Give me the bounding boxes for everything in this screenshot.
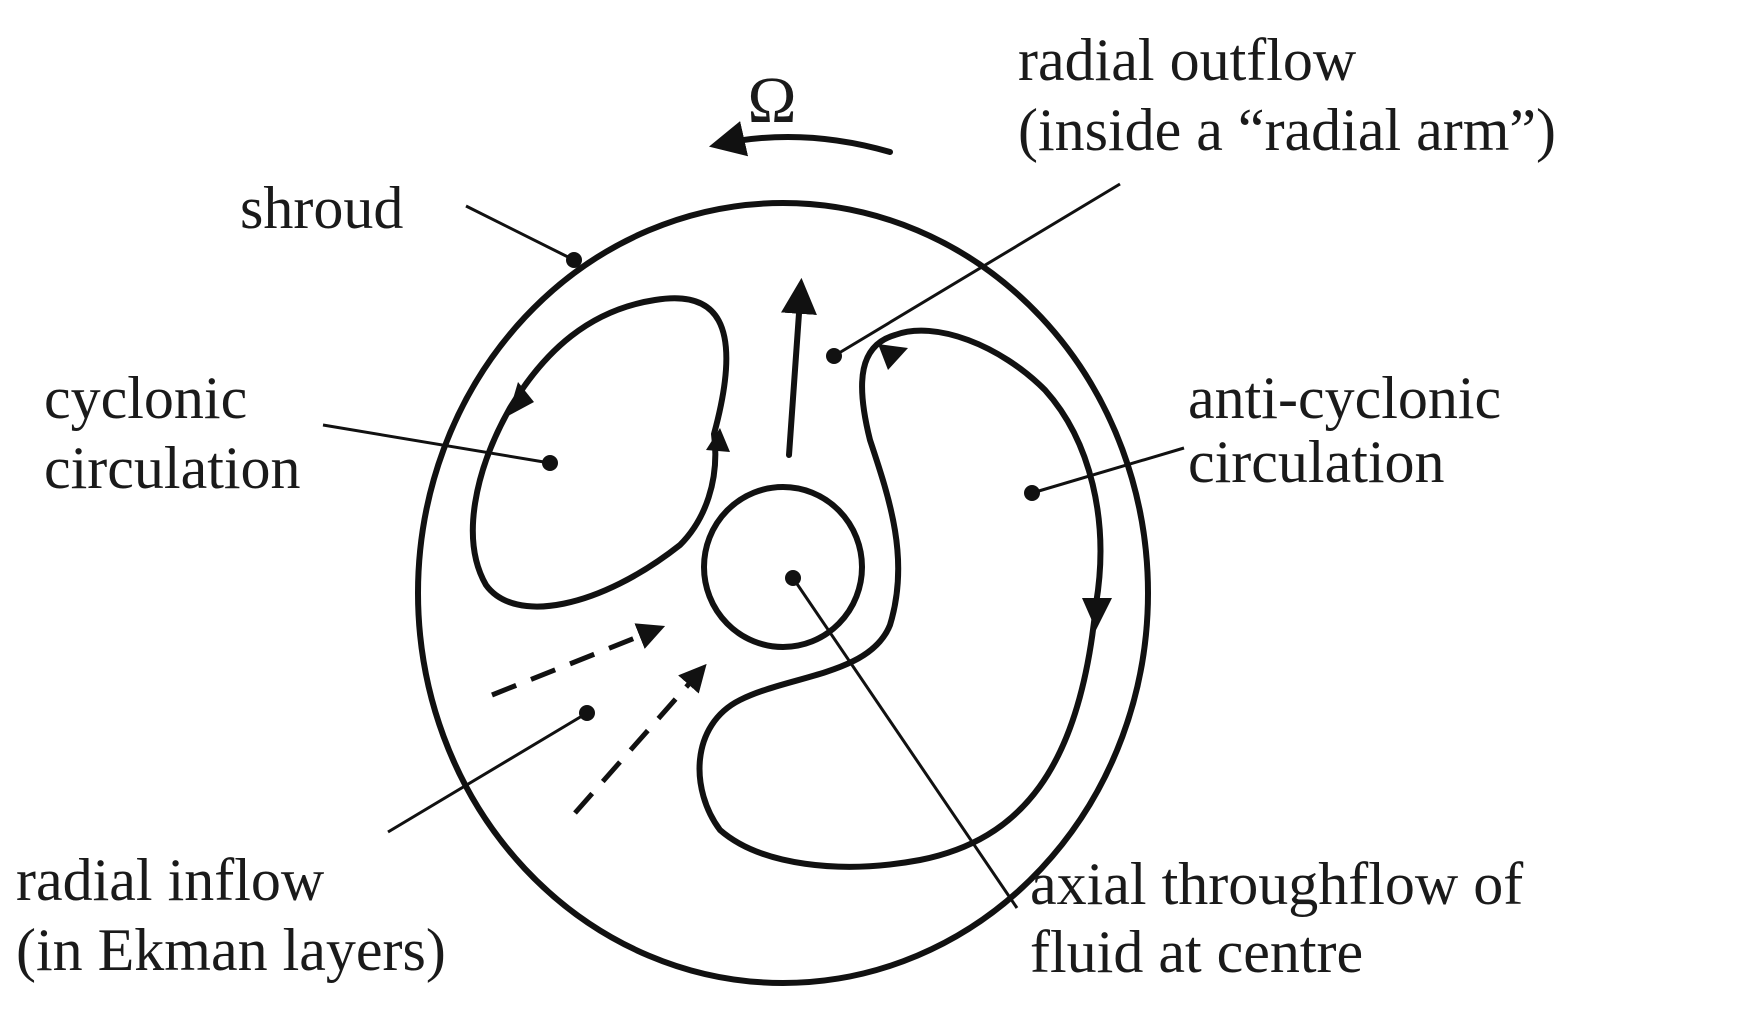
cyclonic-label-line1: cyclonic bbox=[44, 365, 247, 431]
radial-inflow-arrow-lower bbox=[573, 663, 707, 815]
radial-inflow-label-line2: (in Ekman layers) bbox=[16, 917, 446, 983]
anti-cyclonic-loop bbox=[696, 327, 1104, 870]
shroud-dot bbox=[566, 252, 582, 268]
cyclonic-arrowhead-top bbox=[508, 382, 534, 416]
anti-cyclonic-leader-line bbox=[1031, 446, 1185, 495]
anti-cyclonic-arrowhead-top bbox=[878, 344, 908, 370]
rotation-arrow bbox=[708, 121, 893, 157]
radial-outflow-label-line2: (inside a “radial arm”) bbox=[1018, 97, 1556, 163]
radial-outflow-leader-line bbox=[833, 182, 1121, 358]
omega-label: Ω bbox=[747, 64, 796, 137]
cyclonic-loop bbox=[469, 295, 730, 610]
shroud-label: shroud bbox=[240, 175, 403, 241]
radial-inflow-label-line1: radial inflow bbox=[16, 847, 325, 913]
anti-cyclonic-label-line2: circulation bbox=[1188, 429, 1445, 495]
cyclonic-leader-line bbox=[322, 423, 551, 465]
central-hub-circle bbox=[701, 484, 865, 650]
anti-cyclonic-label-line1: anti-cyclonic bbox=[1188, 365, 1501, 431]
radial-outflow-dot bbox=[826, 348, 842, 364]
axial-throughflow-label-line1: axial throughflow of bbox=[1030, 851, 1523, 917]
cyclonic-dot bbox=[542, 455, 558, 471]
radial-outflow-arrow bbox=[781, 277, 817, 458]
anti-cyclonic-arrowhead-right bbox=[1082, 598, 1112, 630]
radial-inflow-dot bbox=[579, 705, 595, 721]
axial-throughflow-label-line2: fluid at centre bbox=[1030, 919, 1363, 985]
cyclonic-label-line2: circulation bbox=[44, 435, 301, 501]
shroud-leader-line bbox=[465, 204, 575, 262]
shroud-circle bbox=[415, 200, 1151, 986]
radial-outflow-label-line1: radial outflow bbox=[1018, 27, 1357, 93]
axial-throughflow-leader-line bbox=[791, 577, 1019, 909]
axial-throughflow-dot bbox=[785, 570, 801, 586]
anti-cyclonic-dot bbox=[1024, 485, 1040, 501]
cyclonic-arrowhead-right bbox=[706, 428, 730, 452]
radial-inflow-leader-line bbox=[387, 711, 588, 834]
radial-inflow-arrow-upper bbox=[491, 623, 666, 698]
